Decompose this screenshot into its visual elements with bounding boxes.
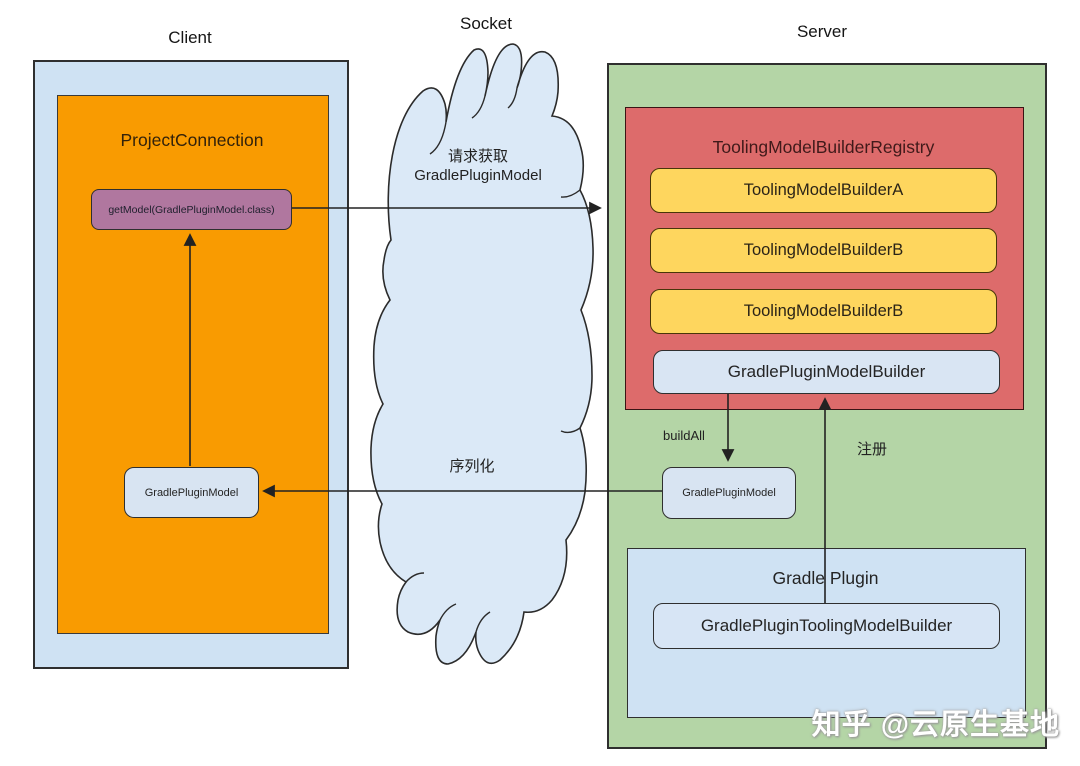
tooling-model-builder-b1-label: ToolingModelBuilderB xyxy=(743,241,904,259)
project-connection-box xyxy=(57,95,329,634)
gradle-plugin-model-builder-label: GradlePluginModelBuilder xyxy=(727,362,926,381)
get-model-call-node: getModel(GradlePluginModel.class) xyxy=(91,189,292,230)
tooling-model-builder-a-label: ToolingModelBuilderA xyxy=(743,181,904,199)
server-gradle-plugin-model-node: GradlePluginModel xyxy=(662,467,796,519)
client-gradle-plugin-model-label: GradlePluginModel xyxy=(144,486,239,499)
request-label: 请求获取 GradlePluginModel xyxy=(390,147,566,185)
gradle-plugin-tooling-model-builder-label: GradlePluginToolingModelBuilder xyxy=(700,616,953,635)
socket-cloud-shape xyxy=(370,43,594,665)
get-model-call-label: getModel(GradlePluginModel.class) xyxy=(108,203,275,216)
request-label-line2: GradlePluginModel xyxy=(414,167,542,184)
gradle-plugin-model-builder-node: GradlePluginModelBuilder xyxy=(653,350,1000,394)
serialize-label: 序列化 xyxy=(449,458,495,475)
watermark-text: 知乎 @云原生基地 xyxy=(811,709,1060,741)
project-connection-label: ProjectConnection xyxy=(120,130,264,150)
tooling-model-builder-b2-node: ToolingModelBuilderB xyxy=(650,289,997,334)
server-gradle-plugin-model-label: GradlePluginModel xyxy=(682,487,776,499)
request-label-line1: 请求获取 xyxy=(447,148,508,165)
tooling-model-builder-b2-label: ToolingModelBuilderB xyxy=(743,302,904,320)
client-section-title: Client xyxy=(168,28,212,47)
client-gradle-plugin-model-node: GradlePluginModel xyxy=(124,467,259,518)
registry-title-label: ToolingModelBuilderRegistry xyxy=(712,137,935,157)
socket-section-title: Socket xyxy=(460,14,512,33)
tooling-model-builder-b1-node: ToolingModelBuilderB xyxy=(650,228,997,273)
server-section-title: Server xyxy=(796,22,848,41)
build-all-label: buildAll xyxy=(663,428,705,443)
gradle-plugin-tooling-model-builder-node: GradlePluginToolingModelBuilder xyxy=(653,603,1000,649)
gradle-plugin-title-label: Gradle Plugin xyxy=(772,568,879,588)
tooling-model-builder-a-node: ToolingModelBuilderA xyxy=(650,168,997,213)
register-label: 注册 xyxy=(857,441,888,458)
